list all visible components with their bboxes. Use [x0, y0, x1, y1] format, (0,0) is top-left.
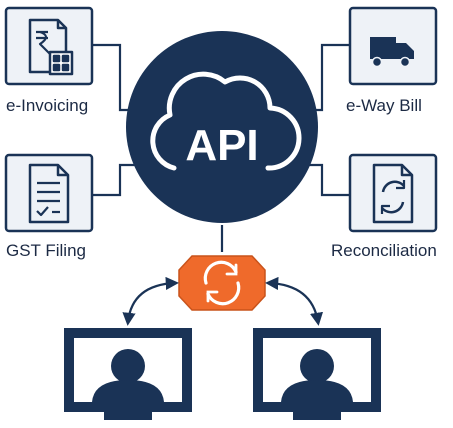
refresh-document-icon — [372, 163, 414, 224]
connector-recon — [305, 163, 350, 197]
label-recon: Reconciliation — [331, 241, 437, 260]
user-monitor-icon — [92, 349, 164, 402]
service-box-einvoicing — [4, 6, 94, 86]
truck-document-icon — [370, 37, 414, 68]
api-hub-circle — [126, 31, 318, 223]
label-einvoicing: e-Invoicing — [6, 96, 89, 115]
integration-hexagon — [179, 256, 265, 310]
integration-node — [178, 255, 266, 311]
label-gst: GST Filing — [6, 241, 86, 260]
user-monitor-icon — [281, 349, 353, 402]
client-left — [64, 328, 192, 420]
sync-arrows-icon — [203, 260, 241, 306]
connector-gst — [92, 163, 140, 197]
arrow-right-client — [265, 276, 324, 326]
invoice-rupee-qr-icon — [28, 18, 74, 76]
service-box-eway — [348, 6, 438, 86]
client-right — [253, 328, 381, 420]
cloud-icon — [150, 71, 302, 171]
arrow-left-client — [122, 276, 179, 326]
api-hub-label: API — [185, 121, 258, 170]
service-box-recon — [348, 153, 438, 233]
label-eway: e-Way Bill — [346, 96, 422, 115]
client-connectors — [122, 276, 324, 326]
service-box-gst — [4, 153, 94, 233]
checklist-document-icon — [28, 163, 70, 224]
api-hub: API — [126, 31, 318, 223]
